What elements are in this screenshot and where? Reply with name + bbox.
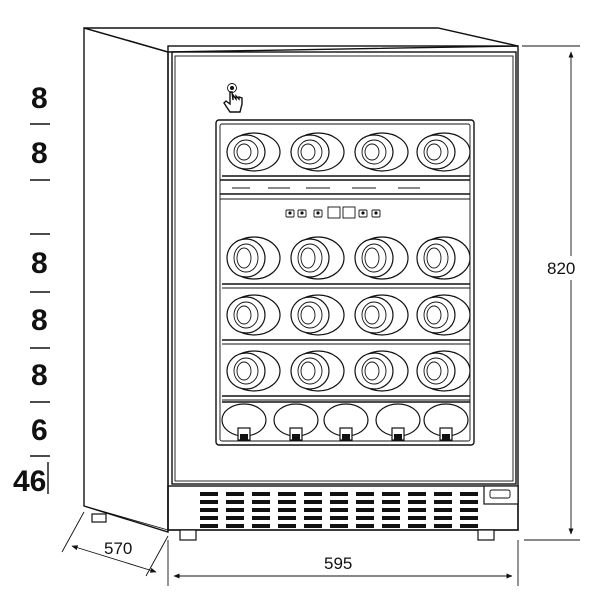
shelf-count-column: 8 8 8 8 8 6 46 [13, 82, 50, 498]
height-dimension: 820 [522, 45, 600, 541]
bottle [354, 132, 409, 172]
control-panel-buttons-icon [285, 206, 381, 219]
shelf-count-4: 8 [31, 304, 48, 337]
bottle [423, 403, 469, 441]
bottle [416, 350, 471, 392]
bottle [290, 294, 345, 336]
bottle [290, 350, 345, 392]
bottle [290, 132, 345, 172]
bottle-racks [221, 132, 471, 441]
feet [91, 513, 495, 541]
cabinet [83, 27, 519, 533]
depth-label: 570 [104, 539, 132, 558]
bottle [416, 294, 471, 336]
touch-open-hand-icon [223, 83, 243, 113]
bottle [354, 236, 409, 280]
shelf-count-6: 6 [31, 414, 48, 447]
shelf-count-1: 8 [31, 82, 48, 115]
vent-grille [167, 485, 519, 531]
height-label: 820 [547, 259, 575, 278]
width-label: 595 [324, 554, 352, 573]
bottle [226, 350, 281, 392]
shelf-count-3: 8 [31, 247, 48, 280]
shelf-count-5: 8 [31, 359, 48, 392]
door [171, 51, 517, 485]
shelf-count-total: 46 [13, 465, 46, 498]
bottle [226, 236, 281, 280]
bottle [221, 403, 267, 441]
bottle [273, 403, 319, 441]
bottle [354, 350, 409, 392]
bottle [416, 132, 471, 172]
bottle [226, 132, 281, 172]
bottle [290, 236, 345, 280]
bottle [354, 294, 409, 336]
bottle [226, 294, 281, 336]
bottle [323, 403, 369, 441]
zone-divider [220, 179, 470, 200]
depth-dimension: 570 [61, 511, 169, 577]
width-dimension: 595 [167, 540, 519, 586]
shelf-count-2: 8 [31, 137, 48, 170]
bottle [375, 403, 421, 441]
bottle [416, 236, 471, 280]
